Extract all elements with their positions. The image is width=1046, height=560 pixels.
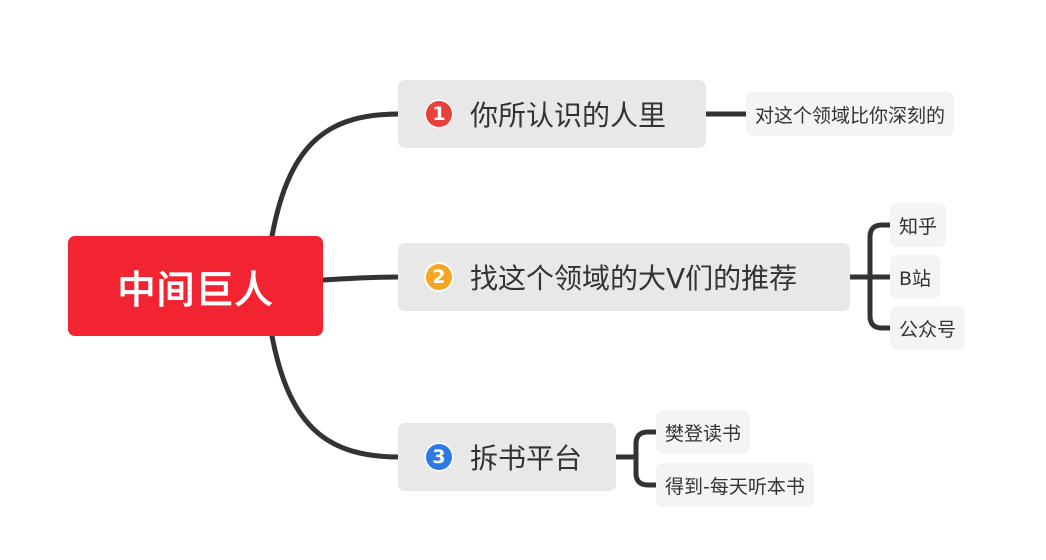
branch-2[interactable]: 2 找这个领域的大V们的推荐 bbox=[398, 243, 850, 311]
connector-root-to-branch-1 bbox=[269, 111, 403, 239]
connector-root-to-branch-3 bbox=[269, 333, 403, 460]
leaf-label: 对这个领域比你深刻的 bbox=[755, 104, 946, 127]
leaf-label: 得到-每天听本书 bbox=[665, 475, 805, 498]
number-2-badge-icon: 2 bbox=[424, 262, 454, 292]
leaf-label: 知乎 bbox=[899, 215, 938, 238]
leaf-dedao[interactable]: 得到-每天听本书 bbox=[656, 463, 814, 507]
branch-1-label: 你所认识的人里 bbox=[470, 99, 667, 132]
branch-3[interactable]: 3 拆书平台 bbox=[398, 423, 616, 491]
leaf-label: 公众号 bbox=[899, 318, 957, 341]
branch-1[interactable]: 1 你所认识的人里 bbox=[398, 80, 706, 148]
leaf-fandeng-dushu[interactable]: 樊登读书 bbox=[656, 410, 751, 454]
branch-3-label: 拆书平台 bbox=[470, 442, 583, 475]
connector-branch-3-to-leaves bbox=[613, 429, 659, 488]
leaf-zhihu[interactable]: 知乎 bbox=[890, 203, 947, 247]
central-topic-label: 中间巨人 bbox=[117, 267, 274, 312]
connector-root-to-branch-2 bbox=[320, 274, 403, 283]
leaf-deeper-than-you[interactable]: 对这个领域比你深刻的 bbox=[746, 92, 955, 136]
leaf-wechat-official-accounts[interactable]: 公众号 bbox=[890, 306, 966, 350]
number-3-badge-icon: 3 bbox=[424, 442, 454, 472]
connector-branch-2-to-leaves bbox=[847, 222, 893, 331]
branch-2-label: 找这个领域的大V们的推荐 bbox=[470, 262, 798, 295]
number-1-badge-icon: 1 bbox=[424, 99, 454, 129]
leaf-label: B站 bbox=[899, 267, 932, 290]
leaf-label: 樊登读书 bbox=[665, 422, 742, 445]
leaf-bilibili[interactable]: B站 bbox=[890, 255, 941, 299]
central-topic[interactable]: 中间巨人 bbox=[68, 236, 323, 336]
